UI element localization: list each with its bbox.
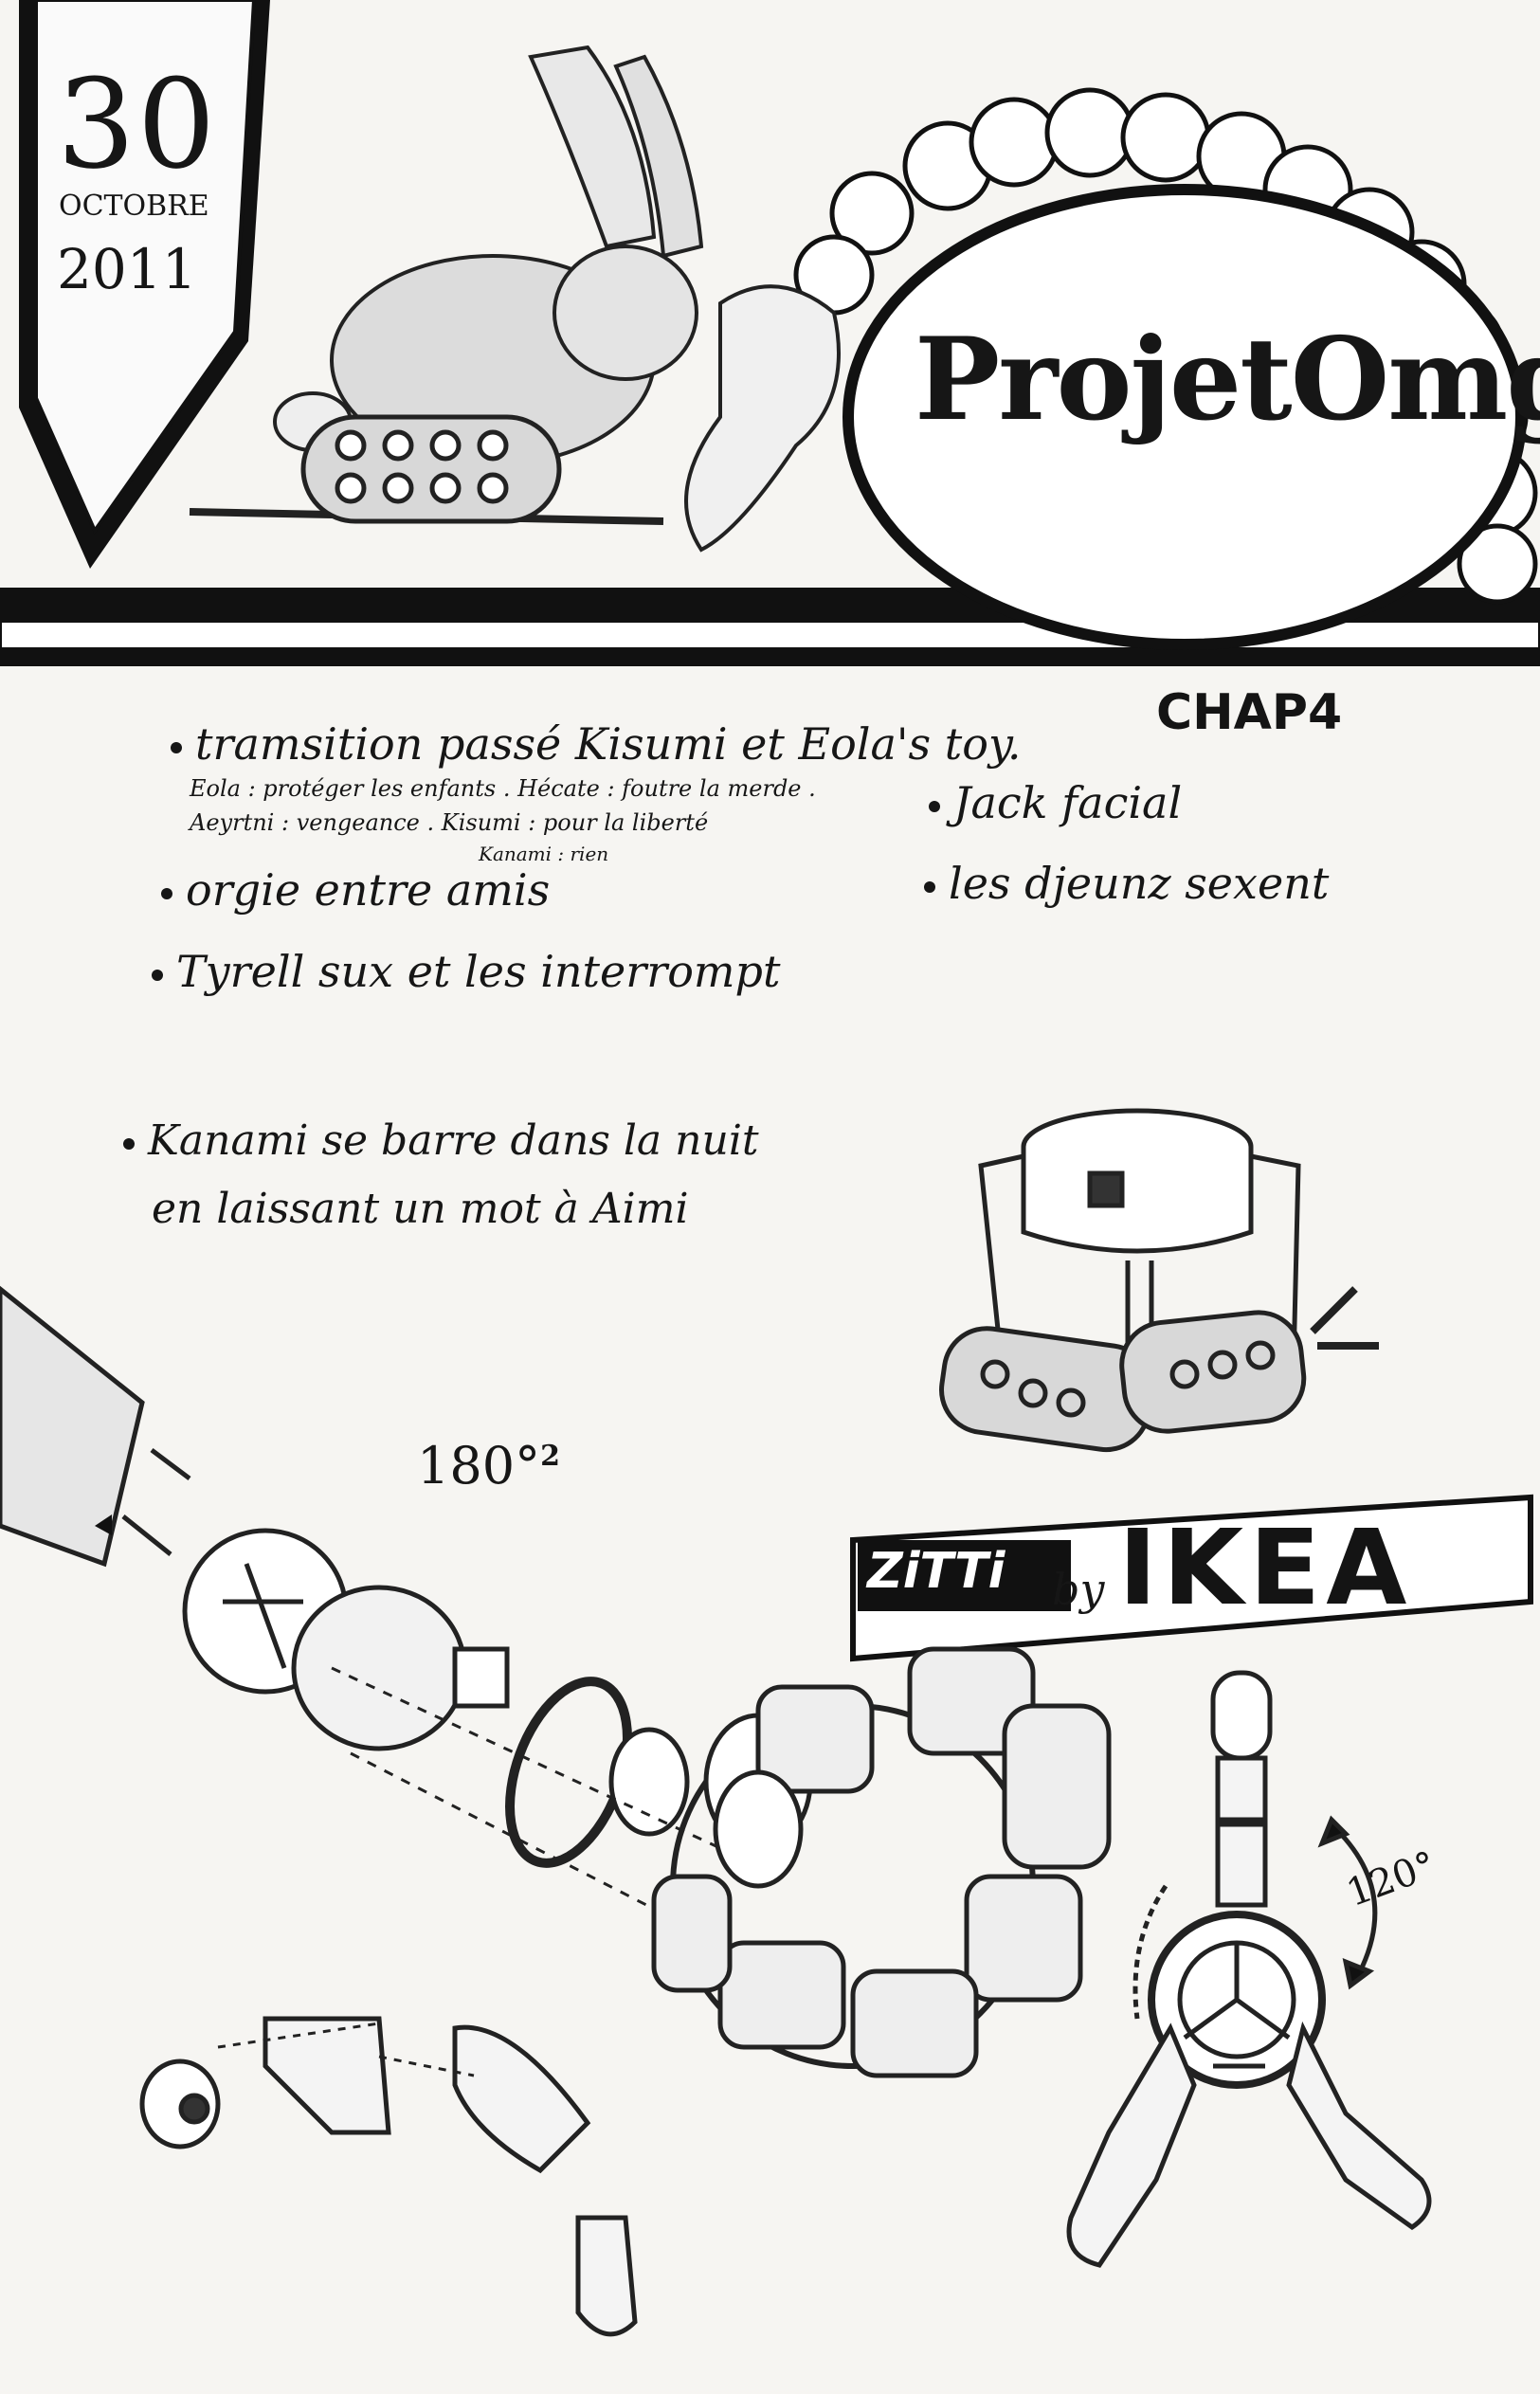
note-item: Jack facial — [929, 777, 1182, 828]
rotation-arrow-icon — [95, 1514, 112, 1535]
page-title: ProjetOmg — [915, 313, 1540, 446]
bullet-icon — [161, 888, 172, 899]
sign-board — [850, 1494, 1533, 1662]
joint-sketch — [1066, 1670, 1432, 2268]
note-item: les djeunz sexent — [924, 858, 1329, 909]
note-subitem: Eola : protéger les enfants . Hécate : f… — [190, 775, 816, 802]
note-item: tramsition passé Kisumi et Eola's toy. — [171, 718, 1021, 770]
bullet-icon — [152, 970, 163, 981]
title-badge — [793, 87, 1538, 650]
finger-parts-sketch — [139, 2016, 638, 2337]
rotation-180-superscript: 2 — [540, 1440, 560, 1473]
sign-by: by — [1052, 1564, 1105, 1615]
bullet-icon — [929, 801, 940, 812]
bullet-icon — [123, 1137, 135, 1150]
note-item: orgie entre amis — [161, 864, 550, 916]
tank-tread-top — [300, 414, 562, 524]
chapter-label: CHAP4 — [1156, 684, 1343, 741]
bunny-sketch — [189, 45, 841, 553]
date-year: 2011 — [57, 237, 197, 301]
note-subitem: Kanami : rien — [479, 843, 609, 865]
robot-sketch — [938, 1108, 1379, 1453]
bullet-icon — [924, 881, 935, 893]
robot-arm-sketch — [0, 1285, 1112, 2078]
bullet-icon — [171, 742, 182, 753]
sign-brand: IKEA — [1118, 1507, 1413, 1628]
rotation-180-label: 180°2 — [417, 1436, 560, 1496]
note-subitem: Aeyrtni : vengeance . Kisumi : pour la l… — [190, 809, 709, 836]
note-item-continued: en laissant un mot à Aimi — [152, 1185, 689, 1233]
date-month: OCTOBRE — [59, 190, 209, 223]
sign-product: ZiTTi — [867, 1543, 1006, 1600]
note-item: Tyrell sux et les interrompt — [152, 946, 781, 997]
note-item: Kanami se barre dans la nuit — [123, 1116, 759, 1165]
date-day: 30 — [57, 52, 218, 196]
